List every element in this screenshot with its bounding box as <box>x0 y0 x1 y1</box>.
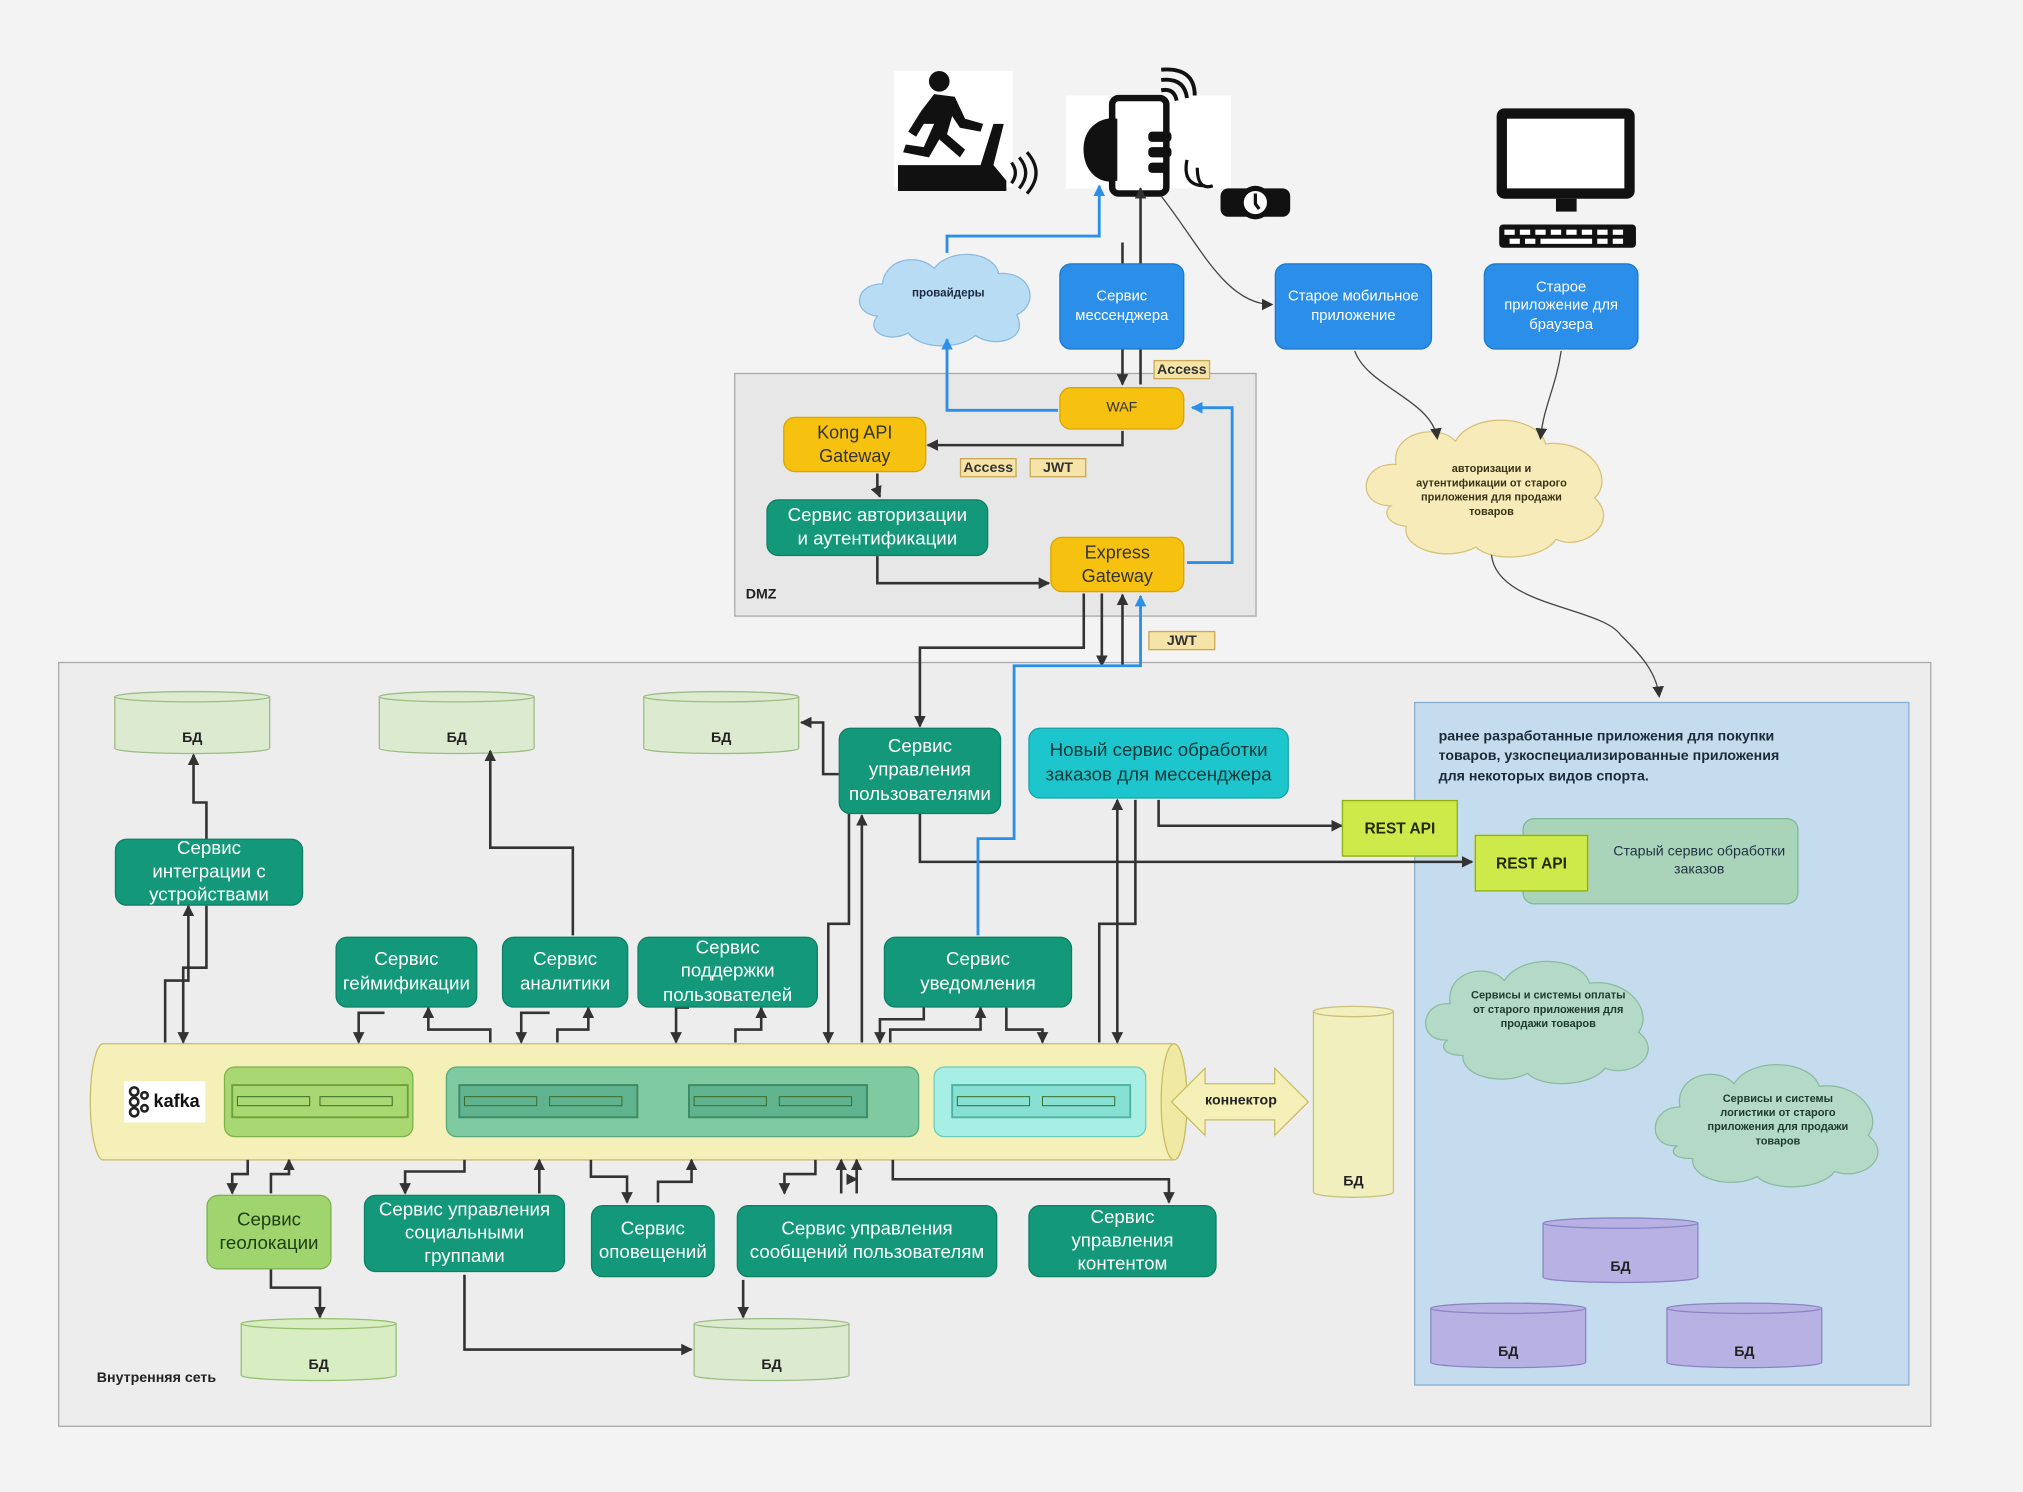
db-legacy-1-cylinder <box>1542 1217 1699 1284</box>
providers-cloud <box>858 253 1031 347</box>
db-connector-label: БД <box>1343 1174 1364 1190</box>
db-devices-cylinder <box>114 690 271 755</box>
db-devices-label: БД <box>182 730 203 746</box>
alerts-service[interactable]: Сервис оповещений <box>590 1205 715 1278</box>
auth-service[interactable]: Сервис авторизации и аутентификации <box>766 499 989 557</box>
desktop-computer-icon <box>1496 108 1636 248</box>
db-geo-label: БД <box>308 1357 329 1373</box>
connections-thin <box>1160 195 1664 698</box>
old-mobile-app[interactable]: Старое мобильное приложение <box>1274 263 1433 350</box>
new-order-service[interactable]: Новый сервис обработки заказов для мессе… <box>1028 727 1289 799</box>
db-connector-cylinder <box>1312 1005 1395 1198</box>
legacy-zone-description: ранее разработанные приложения для покуп… <box>1438 728 1780 785</box>
notification-service[interactable]: Сервис уведомления <box>883 936 1073 1008</box>
db-legacy-3-label: БД <box>1734 1344 1755 1360</box>
jwt-tag-low: JWT <box>1148 630 1216 651</box>
support-service[interactable]: Сервис поддержки пользователей <box>637 936 818 1008</box>
waf-node[interactable]: WAF <box>1059 387 1185 430</box>
messenger-service[interactable]: Сервис мессенджера <box>1059 263 1185 350</box>
db-legacy-2-cylinder <box>1430 1302 1587 1369</box>
old-browser-app[interactable]: Старое приложение для браузера <box>1483 263 1639 350</box>
legacy-payment-cloud <box>1425 960 1649 1085</box>
express-gateway[interactable]: Express Gateway <box>1050 536 1185 593</box>
db-analytics-cylinder <box>378 690 535 755</box>
access-tag-top: Access <box>1153 359 1211 380</box>
legacy-auth-cloud <box>1365 419 1605 558</box>
kong-api-gateway[interactable]: Kong API Gateway <box>783 416 927 473</box>
content-management-service[interactable]: Сервис управления контентом <box>1028 1205 1217 1278</box>
analytics-service[interactable]: Сервис аналитики <box>501 936 629 1008</box>
connector-label: коннектор <box>1205 1092 1277 1109</box>
old-order-service-label: Старый сервис обработки заказов <box>1613 843 1786 877</box>
db-messages-cylinder <box>693 1317 850 1382</box>
message-management-service[interactable]: Сервис управления сообщений пользователя… <box>736 1205 998 1278</box>
jwt-tag-mid: JWT <box>1029 458 1087 478</box>
rest-api-old[interactable]: REST API <box>1474 834 1589 892</box>
legacy-logistics-cloud <box>1654 1063 1879 1188</box>
internal-network-label: Внутренняя сеть <box>96 1370 217 1386</box>
legacy-auth-label: авторизации и аутентификации от старого … <box>1416 461 1567 518</box>
db-users-cylinder <box>643 690 800 755</box>
db-legacy-2-label: БД <box>1498 1344 1519 1360</box>
treadmill-runner-icon <box>894 70 1038 195</box>
smartphone-hand-icon <box>1065 67 1231 197</box>
kafka-topic-1 <box>223 1066 414 1138</box>
kafka-bus <box>89 1043 1188 1161</box>
db-legacy-3-cylinder <box>1666 1302 1823 1369</box>
providers-label: провайдеры <box>911 286 985 300</box>
gamification-service[interactable]: Сервис геймификации <box>335 936 478 1008</box>
db-analytics-label: БД <box>446 730 467 746</box>
social-groups-service[interactable]: Сервис управления социальными группами <box>363 1194 566 1273</box>
db-geo-cylinder <box>240 1317 397 1382</box>
rest-api-new[interactable]: REST API <box>1341 799 1458 857</box>
dmz-label: DMZ <box>745 587 777 603</box>
connector-arrow <box>1170 1066 1310 1137</box>
geolocation-service[interactable]: Сервис геолокации <box>206 1194 332 1270</box>
smartwatch-icon <box>1184 159 1291 220</box>
legacy-logistics-label: Сервисы и системы логистики от старого п… <box>1707 1091 1849 1148</box>
user-management-service[interactable]: Сервис управления пользователями <box>838 727 1002 815</box>
kafka-logo-label: kafka <box>153 1090 200 1111</box>
legacy-payment-label: Сервисы и системы оплаты от старого прил… <box>1471 988 1626 1030</box>
access-tag-mid: Access <box>959 458 1017 478</box>
db-legacy-1-label: БД <box>1610 1259 1631 1275</box>
db-users-label: БД <box>711 730 732 746</box>
connections-blue <box>941 184 1234 936</box>
device-integration-service[interactable]: Сервис интеграции с устройствами <box>114 838 304 906</box>
db-messages-label: БД <box>761 1357 782 1373</box>
